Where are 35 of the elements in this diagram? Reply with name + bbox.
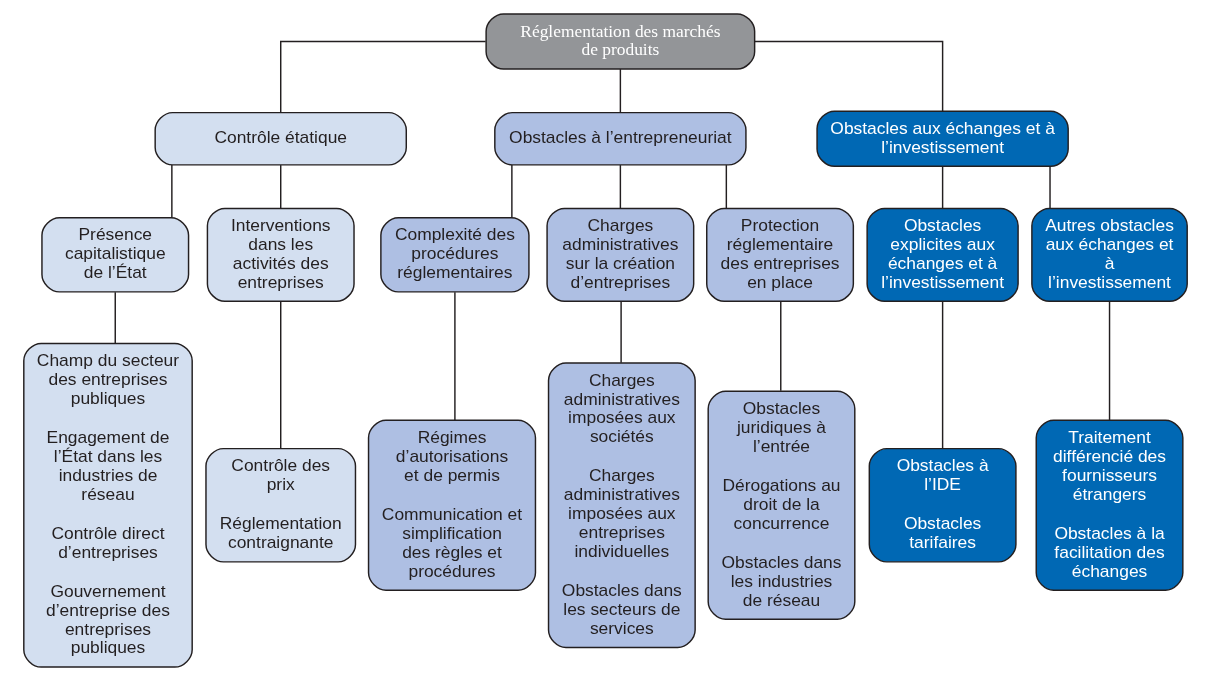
node-box: Interventions dans les activités des entreprises [206,207,355,303]
connector [171,164,173,219]
connector [280,40,487,113]
connector [280,300,282,450]
node-box: Obstacles à l’entrepreneuriat [494,111,747,166]
node-box: Charges administratives sur la création d’entreprises [546,207,695,303]
connector [280,164,282,209]
node-box: Champ du secteur des entreprises publiques Engagement de l’État dans les industries de réseau Contrôle direct d’entreprises Gouvernement d’entreprise des entreprises publiques [23,342,193,668]
connector [619,68,622,113]
connector [941,300,944,450]
connector [620,300,622,364]
node-box: Contrôle étatique [154,111,407,166]
node-box: Obstacles à l’IDE Obstacles tarifaires [868,447,1017,563]
connector [114,291,116,344]
node-box: Obstacles aux échanges et à l’investissement [816,110,1069,168]
connector [753,40,944,112]
connector [619,164,622,209]
node-box: Réglementation des marchés de produits [485,13,756,70]
node-box: Complexité des procédures réglementaires [380,217,530,293]
connector [1049,166,1051,209]
node-box: Obstacles juridiques à l’entrée Dérogations au droit de la concurrence Obstacles dans les industries de réseau [707,390,856,620]
node-box: Charges administratives imposées aux sociétés Charges administratives imposées aux entreprises individuelles Obstacles dans les secteurs de services [547,362,696,649]
node-box: Protection réglementaire des entreprises en place [706,207,855,303]
connector [941,166,944,209]
node-box: Régimes d’autorisations et de permis Communication et simplification des règles et procédures [367,419,537,591]
connector [1108,300,1111,421]
connector [780,300,782,392]
node-box: Traitement différencié des fournisseurs étrangers Obstacles à la facilitation des échanges [1035,419,1184,591]
connector [454,291,456,421]
node-box: Présence capitalistique de l’État [41,217,190,293]
connector [725,164,728,209]
node-box: Autres obstacles aux échanges et à l’investissement [1031,207,1188,303]
node-box: Contrôle des prix Réglementation contraignante [205,447,357,563]
node-box: Obstacles explicites aux échanges et à l’investissement [866,207,1019,303]
connector [511,164,513,219]
